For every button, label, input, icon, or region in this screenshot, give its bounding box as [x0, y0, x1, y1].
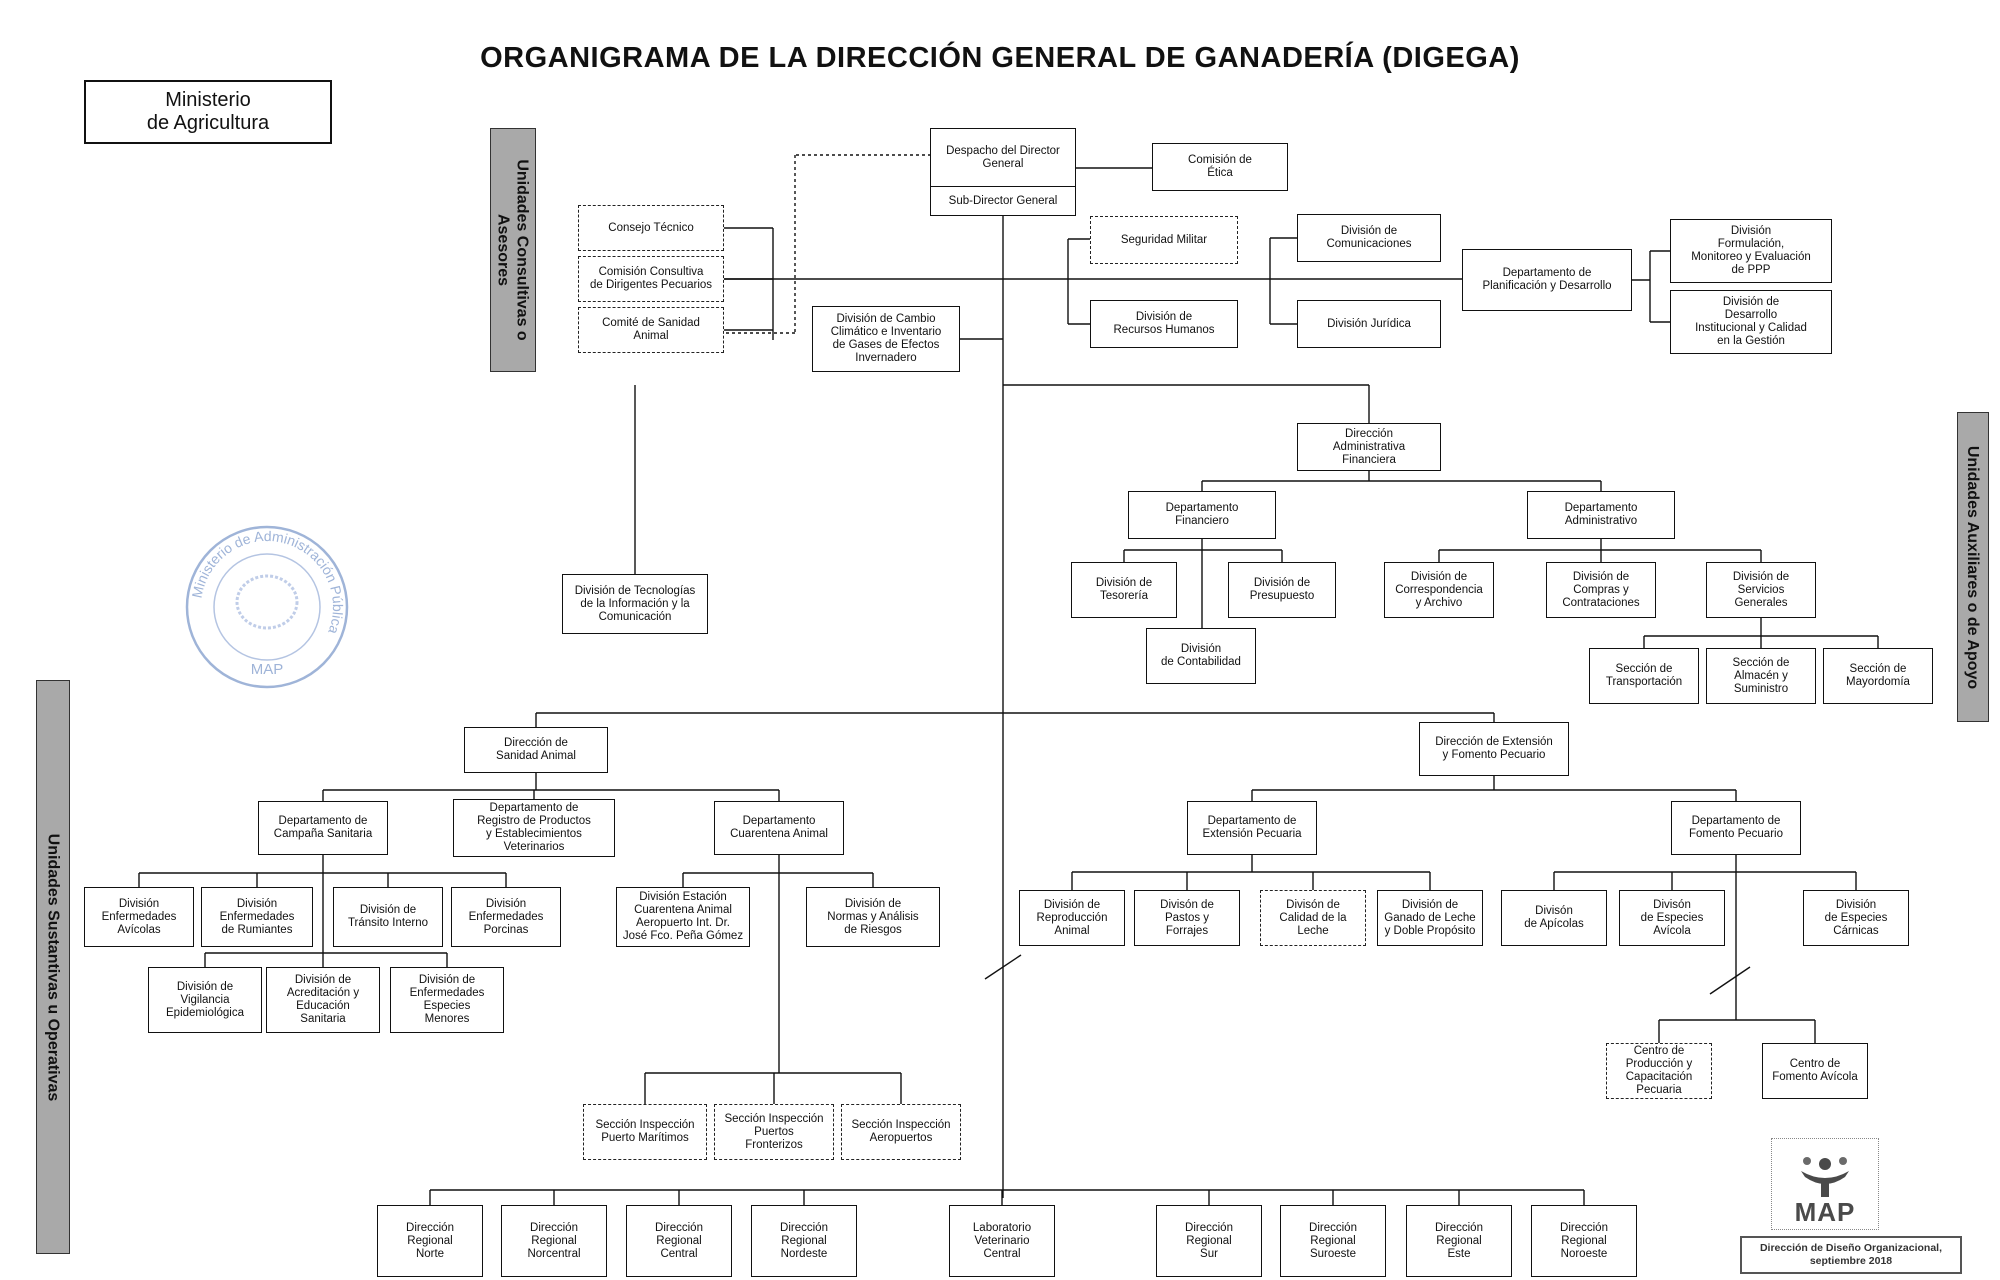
connector-line [984, 954, 1022, 980]
unit-comite-sanidad: Comité de Sanidad Animal [578, 307, 724, 353]
ministerio-box: Ministerio de Agricultura [84, 80, 332, 144]
side-label-auxiliares: Unidades Auxiliares o de Apoyo [1957, 412, 1989, 722]
unit-laboratorio: Laboratorio Veterinario Central [949, 1205, 1055, 1277]
unit-dep-administrativo: Departamento Administrativo [1527, 491, 1675, 539]
unit-insp-aeropuertos: Sección Inspección Aeropuertos [841, 1104, 961, 1160]
unit-planificacion: Departamento de Planificación y Desarrol… [1462, 249, 1632, 311]
unit-enf-avicolas: División Enfermedades Avícolas [84, 887, 194, 947]
unit-consejo: Consejo Técnico [578, 205, 724, 251]
unit-insp-maritimos: Sección Inspección Puerto Marítimos [583, 1104, 707, 1160]
side-label-sustantivas: Unidades Sustantivas u Operativas [36, 680, 70, 1254]
unit-daf: Dirección Administrativa Financiera [1297, 423, 1441, 471]
sub-director-label: Sub-Director General [948, 194, 1058, 207]
unit-enf-porcinas: División Enfermedades Porcinas [451, 887, 561, 947]
connector-line [1709, 966, 1751, 995]
unit-calidad-leche: Divisón de Calidad de la Leche [1260, 890, 1366, 946]
unit-presupuesto: División de Presupuesto [1228, 562, 1336, 618]
unit-estacion-cuarentena: División Estación Cuarentena Animal Aero… [616, 887, 750, 947]
unit-tesoreria: División de Tesorería [1071, 562, 1177, 618]
unit-juridica: División Jurídica [1297, 300, 1441, 348]
unit-reg-central: Dirección Regional Central [626, 1205, 732, 1277]
unit-reproduccion: División de Reproducción Animal [1019, 890, 1125, 946]
unit-tic: División de Tecnologías de la Informació… [562, 574, 708, 634]
unit-contabilidad: División de Contabilidad [1146, 628, 1256, 684]
unit-reg-suroeste: Dirección Regional Suroeste [1280, 1205, 1386, 1277]
map-seal-stamp: Ministerio de Administración Pública MAP [185, 525, 349, 689]
unit-cuarentena: Departamento Cuarentena Animal [714, 801, 844, 855]
unit-vigilancia: División de Vigilancia Epidemiológica [148, 967, 262, 1033]
unit-reg-noroeste: Dirección Regional Noroeste [1531, 1205, 1637, 1277]
despacho-director-label: Despacho del Director General [931, 129, 1075, 187]
unit-reg-sur: Dirección Regional Sur [1156, 1205, 1262, 1277]
unit-etica: Comisión de Ética [1152, 143, 1288, 191]
svg-text:Ministerio de Administración P: Ministerio de Administración Pública [189, 528, 346, 637]
unit-enf-rumiantes: División Enfermedades de Rumiantes [201, 887, 313, 947]
unit-dep-fomento: Departamento de Fomento Pecuario [1671, 801, 1801, 855]
unit-rrhh: División de Recursos Humanos [1090, 300, 1238, 348]
stamp-ring-text: Ministerio de Administración Pública [189, 528, 346, 637]
unit-almacen: Sección de Almacén y Suministro [1706, 648, 1816, 704]
unit-centro-produccion: Centro de Producción y Capacitación Pecu… [1606, 1043, 1712, 1099]
unit-enf-menores: División de Enfermedades Especies Menore… [390, 967, 504, 1033]
unit-comunicaciones: División de Comunicaciones [1297, 214, 1441, 262]
unit-campana: Departamento de Campaña Sanitaria [258, 801, 388, 855]
unit-reg-norte: Dirección Regional Norte [377, 1205, 483, 1277]
unit-cambio-climatico: División de Cambio Climático e Inventari… [812, 306, 960, 372]
map-logo-icon [1801, 1157, 1849, 1197]
unit-extension-fomento: Dirección de Extensión y Fomento Pecuari… [1419, 722, 1569, 776]
unit-seguridad: Seguridad Militar [1090, 216, 1238, 264]
map-logo: MAP [1771, 1138, 1879, 1230]
unit-mayordomia: Sección de Mayordomía [1823, 648, 1933, 704]
unit-formulacion: División Formulación, Monitoreo y Evalua… [1670, 219, 1832, 283]
stamp-center-text: MAP [251, 661, 284, 678]
despacho-director-box: Despacho del Director General Sub-Direct… [930, 128, 1076, 216]
unit-apicolas: Divisón de Apícolas [1501, 890, 1607, 946]
unit-comision-consultiva: Comisión Consultiva de Dirigentes Pecuar… [578, 256, 724, 302]
unit-acreditacion: División de Acreditación y Educación San… [266, 967, 380, 1033]
unit-reg-nordeste: Dirección Regional Nordeste [751, 1205, 857, 1277]
unit-servicios: División de Servicios Generales [1706, 562, 1816, 618]
map-logo-text: MAP [1794, 1197, 1856, 1227]
unit-sanidad-animal: Dirección de Sanidad Animal [464, 727, 608, 773]
unit-transportacion: Sección de Transportación [1589, 648, 1699, 704]
unit-dep-financiero: Departamento Financiero [1128, 491, 1276, 539]
unit-pastos: Divisón de Pastos y Forrajes [1134, 890, 1240, 946]
unit-desarrollo-inst: División de Desarrollo Institucional y C… [1670, 290, 1832, 354]
page-title: ORGANIGRAMA DE LA DIRECCIÓN GENERAL DE G… [480, 42, 1520, 74]
side-label-consultivas: Unidades Consultivas o Asesores [490, 128, 536, 372]
unit-insp-fronterizos: Sección Inspección Puertos Fronterizos [714, 1104, 834, 1160]
unit-reg-norcentral: Dirección Regional Norcentral [501, 1205, 607, 1277]
credit-box: Dirección de Diseño Organizacional, sept… [1740, 1236, 1962, 1274]
unit-correspondencia: División de Correspondencia y Archivo [1384, 562, 1494, 618]
unit-transito: División de Tránsito Interno [333, 887, 443, 947]
unit-especies-carnicas: División de Especies Cárnicas [1803, 890, 1909, 946]
unit-registro: Departamento de Registro de Productos y … [453, 799, 615, 857]
unit-centro-avicola: Centro de Fomento Avícola [1762, 1043, 1868, 1099]
unit-normas: División de Normas y Análisis de Riesgos [806, 887, 940, 947]
unit-compras: División de Compras y Contrataciones [1546, 562, 1656, 618]
unit-ganado-leche: División de Ganado de Leche y Doble Prop… [1377, 890, 1483, 946]
unit-especies-avicola: Divisón de Especies Avícola [1619, 890, 1725, 946]
unit-dep-extension: Departamento de Extensión Pecuaria [1187, 801, 1317, 855]
unit-reg-este: Dirección Regional Este [1406, 1205, 1512, 1277]
